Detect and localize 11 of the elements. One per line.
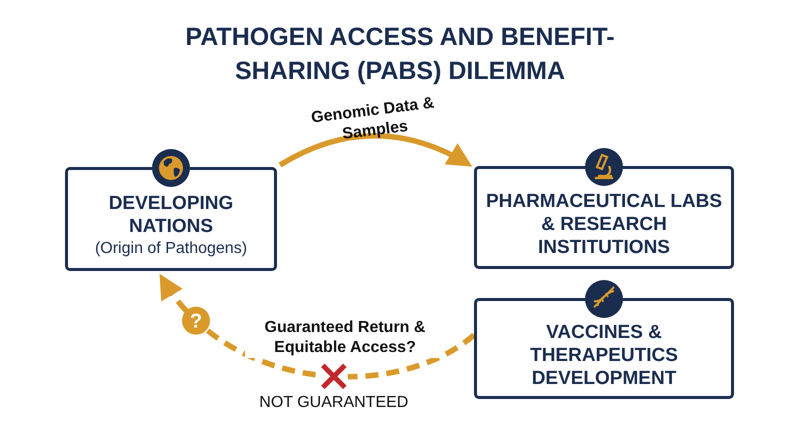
note: NOT GUARANTEED xyxy=(258,394,410,412)
node-heading: VACCINES & THERAPEUTICS DEVELOPMENT xyxy=(529,321,679,390)
edge-label: Guaranteed Return & Equitable Access? xyxy=(245,318,445,358)
node-heading: PHARMACEUTICAL LABS & RESEARCH INSTITUTIONS xyxy=(484,190,724,259)
title: PATHOGEN ACCESS AND BENEFIT-SHARING (PABS) DILEMMA xyxy=(184,22,616,87)
edge-label: Genomic Data & Samples xyxy=(309,94,436,145)
dashed-arrow xyxy=(159,274,476,380)
question-mark: ? xyxy=(182,306,210,335)
node-subtitle: (Origin of Pathogens) xyxy=(94,239,248,259)
arrow xyxy=(278,133,472,168)
node-heading: DEVELOPING NATIONS xyxy=(108,192,234,238)
